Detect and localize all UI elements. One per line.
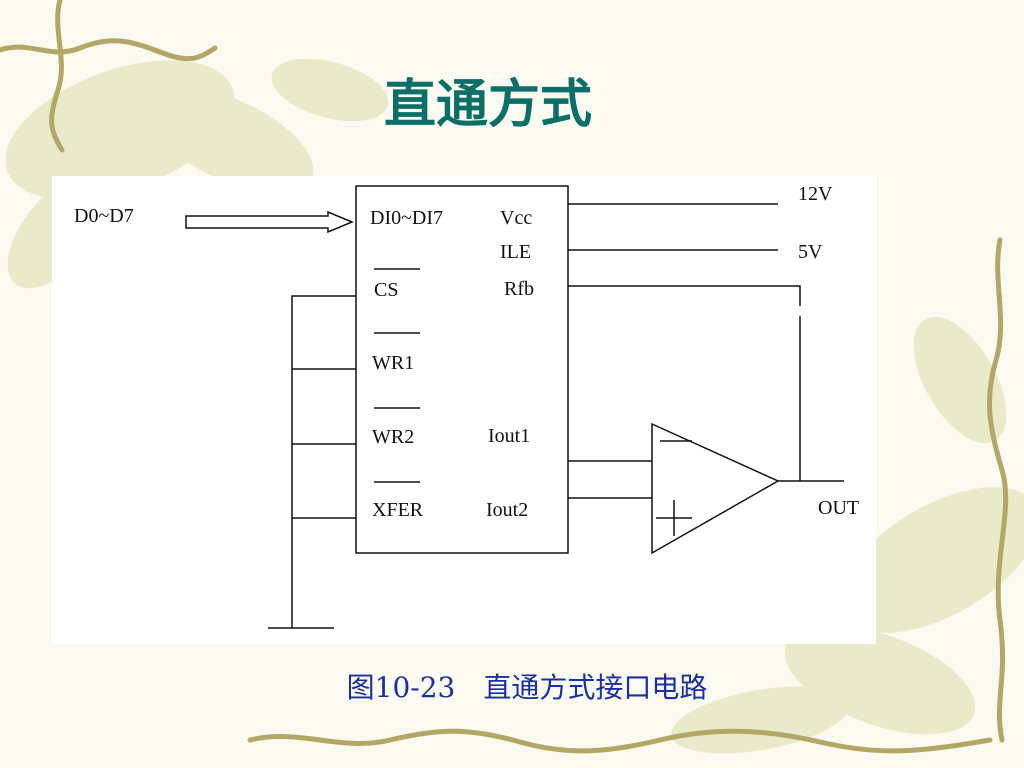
pin-ile: ILE — [500, 241, 531, 263]
pin-iout2: Iout2 — [486, 499, 528, 521]
input-bus-label: D0~D7 — [74, 205, 134, 227]
data-bus-arrow — [185, 210, 354, 234]
pin-xfer: XFER — [372, 499, 424, 521]
rfb-feedback-line — [568, 285, 801, 306]
pin-wr1: WR1 — [372, 352, 414, 374]
supply-12v-label: 12V — [798, 183, 833, 205]
figure-caption: 图10-23 直通方式接口电路 — [346, 671, 708, 704]
slide-title: 直通方式 — [383, 75, 592, 135]
pin-wr2: WR2 — [372, 426, 414, 448]
supply-5v-label: 5V — [798, 241, 823, 263]
dac-circuit-diagram: D0~D7 DI0~DI7 CS WR1 WR2 XFER Vcc ILE Rf… — [74, 183, 859, 629]
diagram-panel: D0~D7 DI0~DI7 CS WR1 WR2 XFER Vcc ILE Rf… — [52, 176, 876, 644]
ground-bus — [291, 295, 356, 628]
pin-iout1: Iout1 — [488, 425, 530, 447]
pin-di0-di7: DI0~DI7 — [370, 207, 443, 229]
output-label: OUT — [818, 497, 859, 519]
leaf-decoration — [5, 58, 1024, 754]
pin-cs: CS — [374, 279, 398, 301]
pin-vcc: Vcc — [500, 207, 532, 229]
op-amp — [651, 422, 780, 555]
pin-rfb: Rfb — [504, 278, 534, 300]
vine-decoration — [0, 0, 1009, 754]
